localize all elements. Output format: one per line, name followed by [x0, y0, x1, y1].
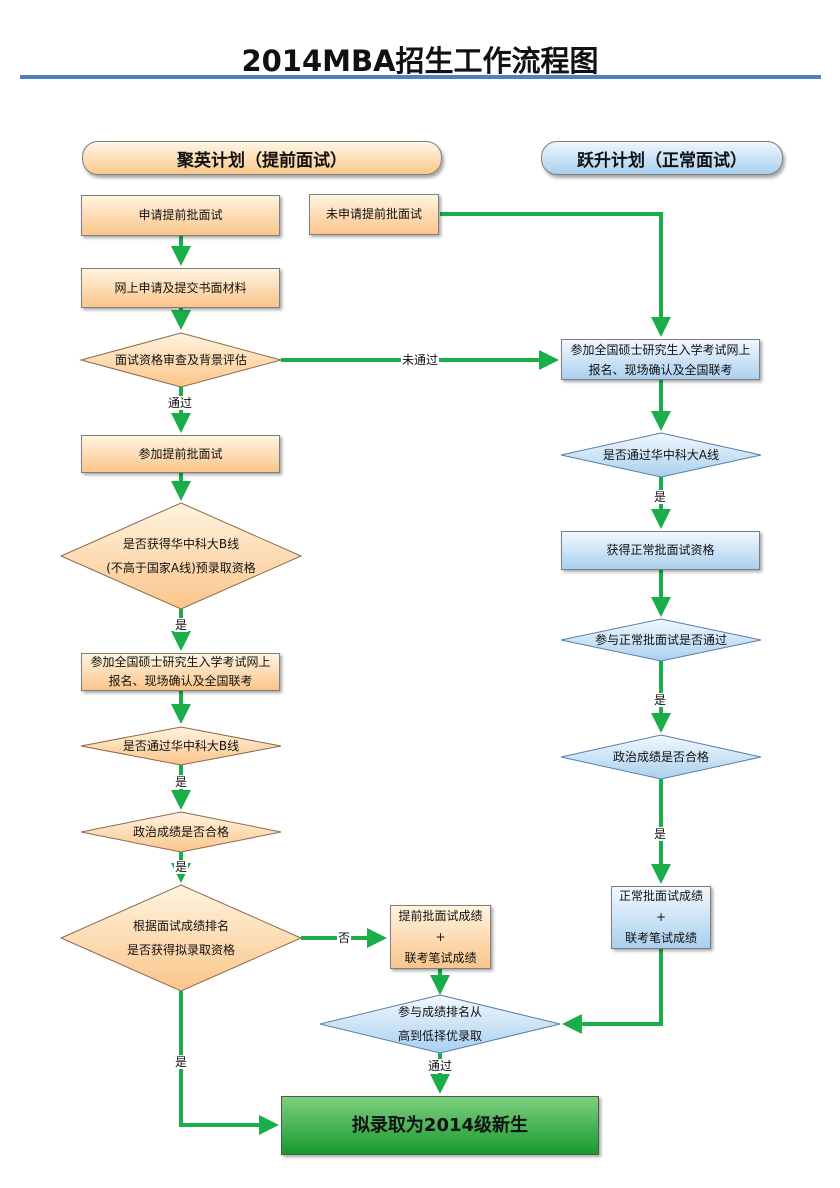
decision-qualify-review-text: 面试资格审查及背景评估 [81, 347, 281, 373]
node-label: 参加全国硕士研究生入学考试网上 [570, 342, 751, 357]
node-register-left: 参加全国硕士研究生入学考试网上 报名、现场确认及全国联考 [81, 653, 280, 691]
node-final-admission: 拟录取为2014级新生 [281, 1096, 599, 1155]
node-label: + [655, 910, 667, 924]
edge-label-yes: 是 [174, 775, 189, 789]
decision-label: 参与正常批面试是否通过 [594, 633, 727, 647]
node-label: 拟录取为2014级新生 [351, 1115, 529, 1136]
decision-label: 是否通过华中科大A线 [602, 448, 720, 462]
node-register-right: 参加全国硕士研究生入学考试网上 报名、现场确认及全国联考 [561, 339, 760, 380]
node-label: 网上申请及提交书面材料 [114, 280, 247, 295]
node-online-apply: 网上申请及提交书面材料 [81, 268, 280, 308]
decision-label: 是否通过华中科大B线 [122, 739, 240, 753]
node-label: 参加提前批面试 [138, 446, 223, 461]
decision-label: 是否获得华中科大B线 [122, 537, 240, 551]
decision-politics-left-text: 政治成绩是否合格 [81, 820, 281, 844]
node-normal-score: 正常批面试成绩 + 联考笔试成绩 [611, 886, 711, 949]
plan-header-yuesheng: 跃升计划（正常面试） [541, 141, 783, 175]
edge-label-yes: 是 [653, 490, 668, 504]
decision-politics-right-text: 政治成绩是否合格 [561, 745, 761, 769]
plan-header-juying: 聚英计划（提前面试） [82, 141, 442, 175]
edge-label-yes: 是 [174, 618, 189, 632]
node-label: 参加全国硕士研究生入学考试网上 [90, 655, 271, 669]
decision-rank-text: 根据面试成绩排名 是否获得拟录取资格 [61, 912, 301, 964]
node-normal-qualification: 获得正常批面试资格 [561, 531, 760, 570]
decision-label: 根据面试成绩排名 [132, 919, 229, 933]
arrow-notapply-to-register [440, 212, 671, 337]
node-label: 联考笔试成绩 [624, 931, 697, 945]
decision-label: 是否获得拟录取资格 [126, 943, 235, 957]
node-label: 未申请提前批面试 [325, 207, 422, 221]
node-apply-early: 申请提前批面试 [81, 195, 280, 236]
decision-label: 高到低择优录取 [397, 1029, 482, 1043]
edge-label-no: 否 [337, 931, 352, 945]
node-early-score: 提前批面试成绩 + 联考笔试成绩 [390, 905, 491, 969]
decision-normal-pass-text: 参与正常批面试是否通过 [561, 628, 761, 652]
decision-label: 参与成绩排名从 [397, 1005, 482, 1019]
node-label: 提前批面试成绩 [398, 908, 483, 923]
node-not-apply-early: 未申请提前批面试 [309, 194, 439, 235]
decision-get-b-line-text: 是否获得华中科大B线 (不高于国家A线)预录取资格 [61, 530, 301, 582]
arrow-rank-yes-to-final [179, 991, 279, 1135]
edge-label-not-passed: 未通过 [401, 353, 440, 367]
node-label: 报名、现场确认及全国联考 [108, 674, 253, 688]
plan-header-yuesheng-label: 跃升计划（正常面试） [577, 150, 747, 171]
node-label: + [435, 929, 446, 944]
node-attend-early: 参加提前批面试 [81, 435, 280, 473]
node-label: 正常批面试成绩 [618, 889, 703, 903]
decision-label: (不高于国家A线)预录取资格 [106, 561, 256, 575]
edge-label-yes: 是 [174, 1055, 189, 1069]
node-label: 报名、现场确认及全国联考 [588, 362, 733, 377]
edge-label-passed: 通过 [167, 396, 194, 410]
page-title: 2014MBA招生工作流程图 [241, 44, 599, 78]
decision-pass-b-line-text: 是否通过华中科大B线 [81, 734, 281, 758]
decision-merit-text: 参与成绩排名从 高到低择优录取 [320, 1000, 560, 1048]
node-label: 申请提前批面试 [138, 208, 223, 222]
edge-label-yes: 是 [653, 827, 668, 841]
decision-label: 政治成绩是否合格 [612, 750, 709, 764]
decision-label: 政治成绩是否合格 [132, 825, 229, 839]
node-label: 联考笔试成绩 [404, 950, 477, 965]
node-label: 获得正常批面试资格 [606, 543, 715, 557]
edge-label-yes: 是 [653, 693, 668, 707]
decision-pass-a-line-text: 是否通过华中科大A线 [561, 443, 761, 467]
arrow-normalscore-to-merit [562, 949, 663, 1034]
title-underline [20, 75, 821, 79]
decision-label: 面试资格审查及背景评估 [114, 353, 247, 367]
plan-header-juying-label: 聚英计划（提前面试） [177, 150, 347, 171]
edge-label-passed: 通过 [427, 1059, 454, 1073]
edge-label-yes: 是 [174, 860, 189, 874]
